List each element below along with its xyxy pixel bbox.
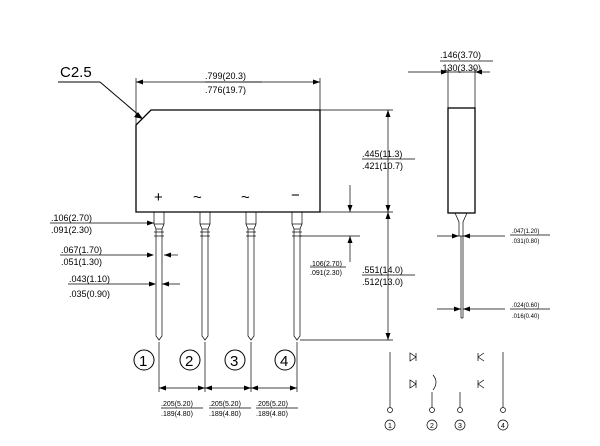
chamfer-label: C2.5 [60, 64, 92, 81]
svg-text:3: 3 [230, 353, 238, 370]
body-width-dimension: .799(20.3) .776(19.7) [135, 71, 321, 125]
diode-symbol [409, 379, 417, 389]
side-lead-thickness-min: .016(0.40) [512, 314, 539, 320]
svg-text:1: 1 [139, 353, 147, 370]
lead-1 [153, 212, 165, 341]
body-height-min: .421(10.7) [362, 161, 403, 171]
lead-length-min: .512(13.0) [362, 277, 403, 287]
lead-diameter-dimension: .043(1.10) .035(0.90) [68, 274, 180, 299]
schematic-pin-4: 4 [497, 419, 509, 431]
body-height-max: .445(11.3) [362, 149, 402, 159]
side-lead-thickness-dimension: .024(0.60) .016(0.40) [437, 303, 550, 320]
shoulder-height-max: .106(2.70) [51, 213, 92, 223]
svg-text:1: 1 [388, 423, 392, 430]
body-width-min: .776(19.7) [205, 85, 246, 95]
lead-length-max: .551(14.0) [362, 265, 403, 275]
lead-3 [245, 212, 257, 341]
svg-text:3: 3 [458, 423, 462, 430]
pin-3-marking: ~ [241, 189, 250, 206]
pitch-2-max: .205(5.20) [209, 401, 241, 408]
side-lead-width-dimension: .047(1.20) .031(0.80) [437, 229, 550, 245]
svg-text:2: 2 [430, 423, 434, 430]
pin-2-marking: ~ [193, 189, 202, 206]
pin-number-4: 4 [274, 349, 296, 371]
pitch-dimension: .205(5.20) .189(4.80) .205(5.20) .189(4.… [158, 342, 298, 418]
shoulder-width-min: .091(2.30) [310, 270, 342, 277]
side-view-lead [454, 212, 468, 319]
shoulder-thickness-min: .051(1.30) [61, 257, 102, 267]
svg-text:4: 4 [280, 353, 288, 370]
shoulder-height-min: .091(2.30) [51, 225, 92, 235]
schematic-pin-2: 2 [426, 419, 438, 431]
svg-text:2: 2 [185, 353, 193, 370]
lead-4 [291, 212, 303, 341]
lead-2 [199, 212, 211, 341]
pin-number-1: 1 [133, 349, 155, 371]
side-thickness-max: .146(3.70) [440, 50, 481, 60]
body-height-dimension: .445(11.3) .421(10.7) [320, 109, 415, 213]
shoulder-thickness-max: .067(1.70) [61, 245, 102, 255]
pin-number-2: 2 [179, 349, 201, 371]
side-lead-thickness-max: .024(0.60) [512, 303, 539, 309]
pitch-3-max: .205(5.20) [256, 401, 288, 408]
side-lead-width-max: .047(1.20) [512, 229, 539, 235]
pitch-3-min: .189(4.80) [256, 411, 288, 418]
shoulder-width-max: .106(2.70) [310, 261, 342, 268]
side-thickness-min: .130(3.30) [440, 63, 481, 73]
shoulder-thickness-dimension: .067(1.70) .051(1.30) [60, 245, 178, 267]
diode-symbol [477, 379, 485, 389]
shoulder-width-dimension: .106(2.70) .091(2.30) [300, 185, 360, 277]
pin-1-marking: + [154, 189, 163, 206]
svg-text:4: 4 [501, 423, 505, 430]
package-body [135, 109, 321, 213]
schematic-diagram: 1 2 3 4 [384, 352, 509, 431]
side-lead-width-min: .031(0.80) [512, 239, 539, 245]
body-width-max: .799(20.3) [205, 71, 246, 81]
lead-diameter-min: .035(0.90) [69, 289, 110, 299]
pin-4-marking: − [291, 187, 300, 204]
lead-diameter-max: .043(1.10) [69, 274, 110, 284]
shoulder-height-dimension: .106(2.70) .091(2.30) [50, 213, 154, 235]
schematic-pin-1: 1 [384, 419, 396, 431]
diode-symbol [477, 352, 485, 362]
side-thickness-dimension: .146(3.70) .130(3.30) [408, 50, 493, 108]
pitch-2-min: .189(4.80) [209, 411, 241, 418]
pitch-1-max: .205(5.20) [161, 401, 193, 408]
diode-symbol [409, 352, 417, 362]
side-view-body [447, 107, 476, 214]
schematic-pin-3: 3 [454, 419, 466, 431]
pin-number-3: 3 [224, 349, 246, 371]
lead-length-dimension: .551(14.0) .512(13.0) [300, 212, 415, 341]
pitch-1-min: .189(4.80) [161, 411, 193, 418]
